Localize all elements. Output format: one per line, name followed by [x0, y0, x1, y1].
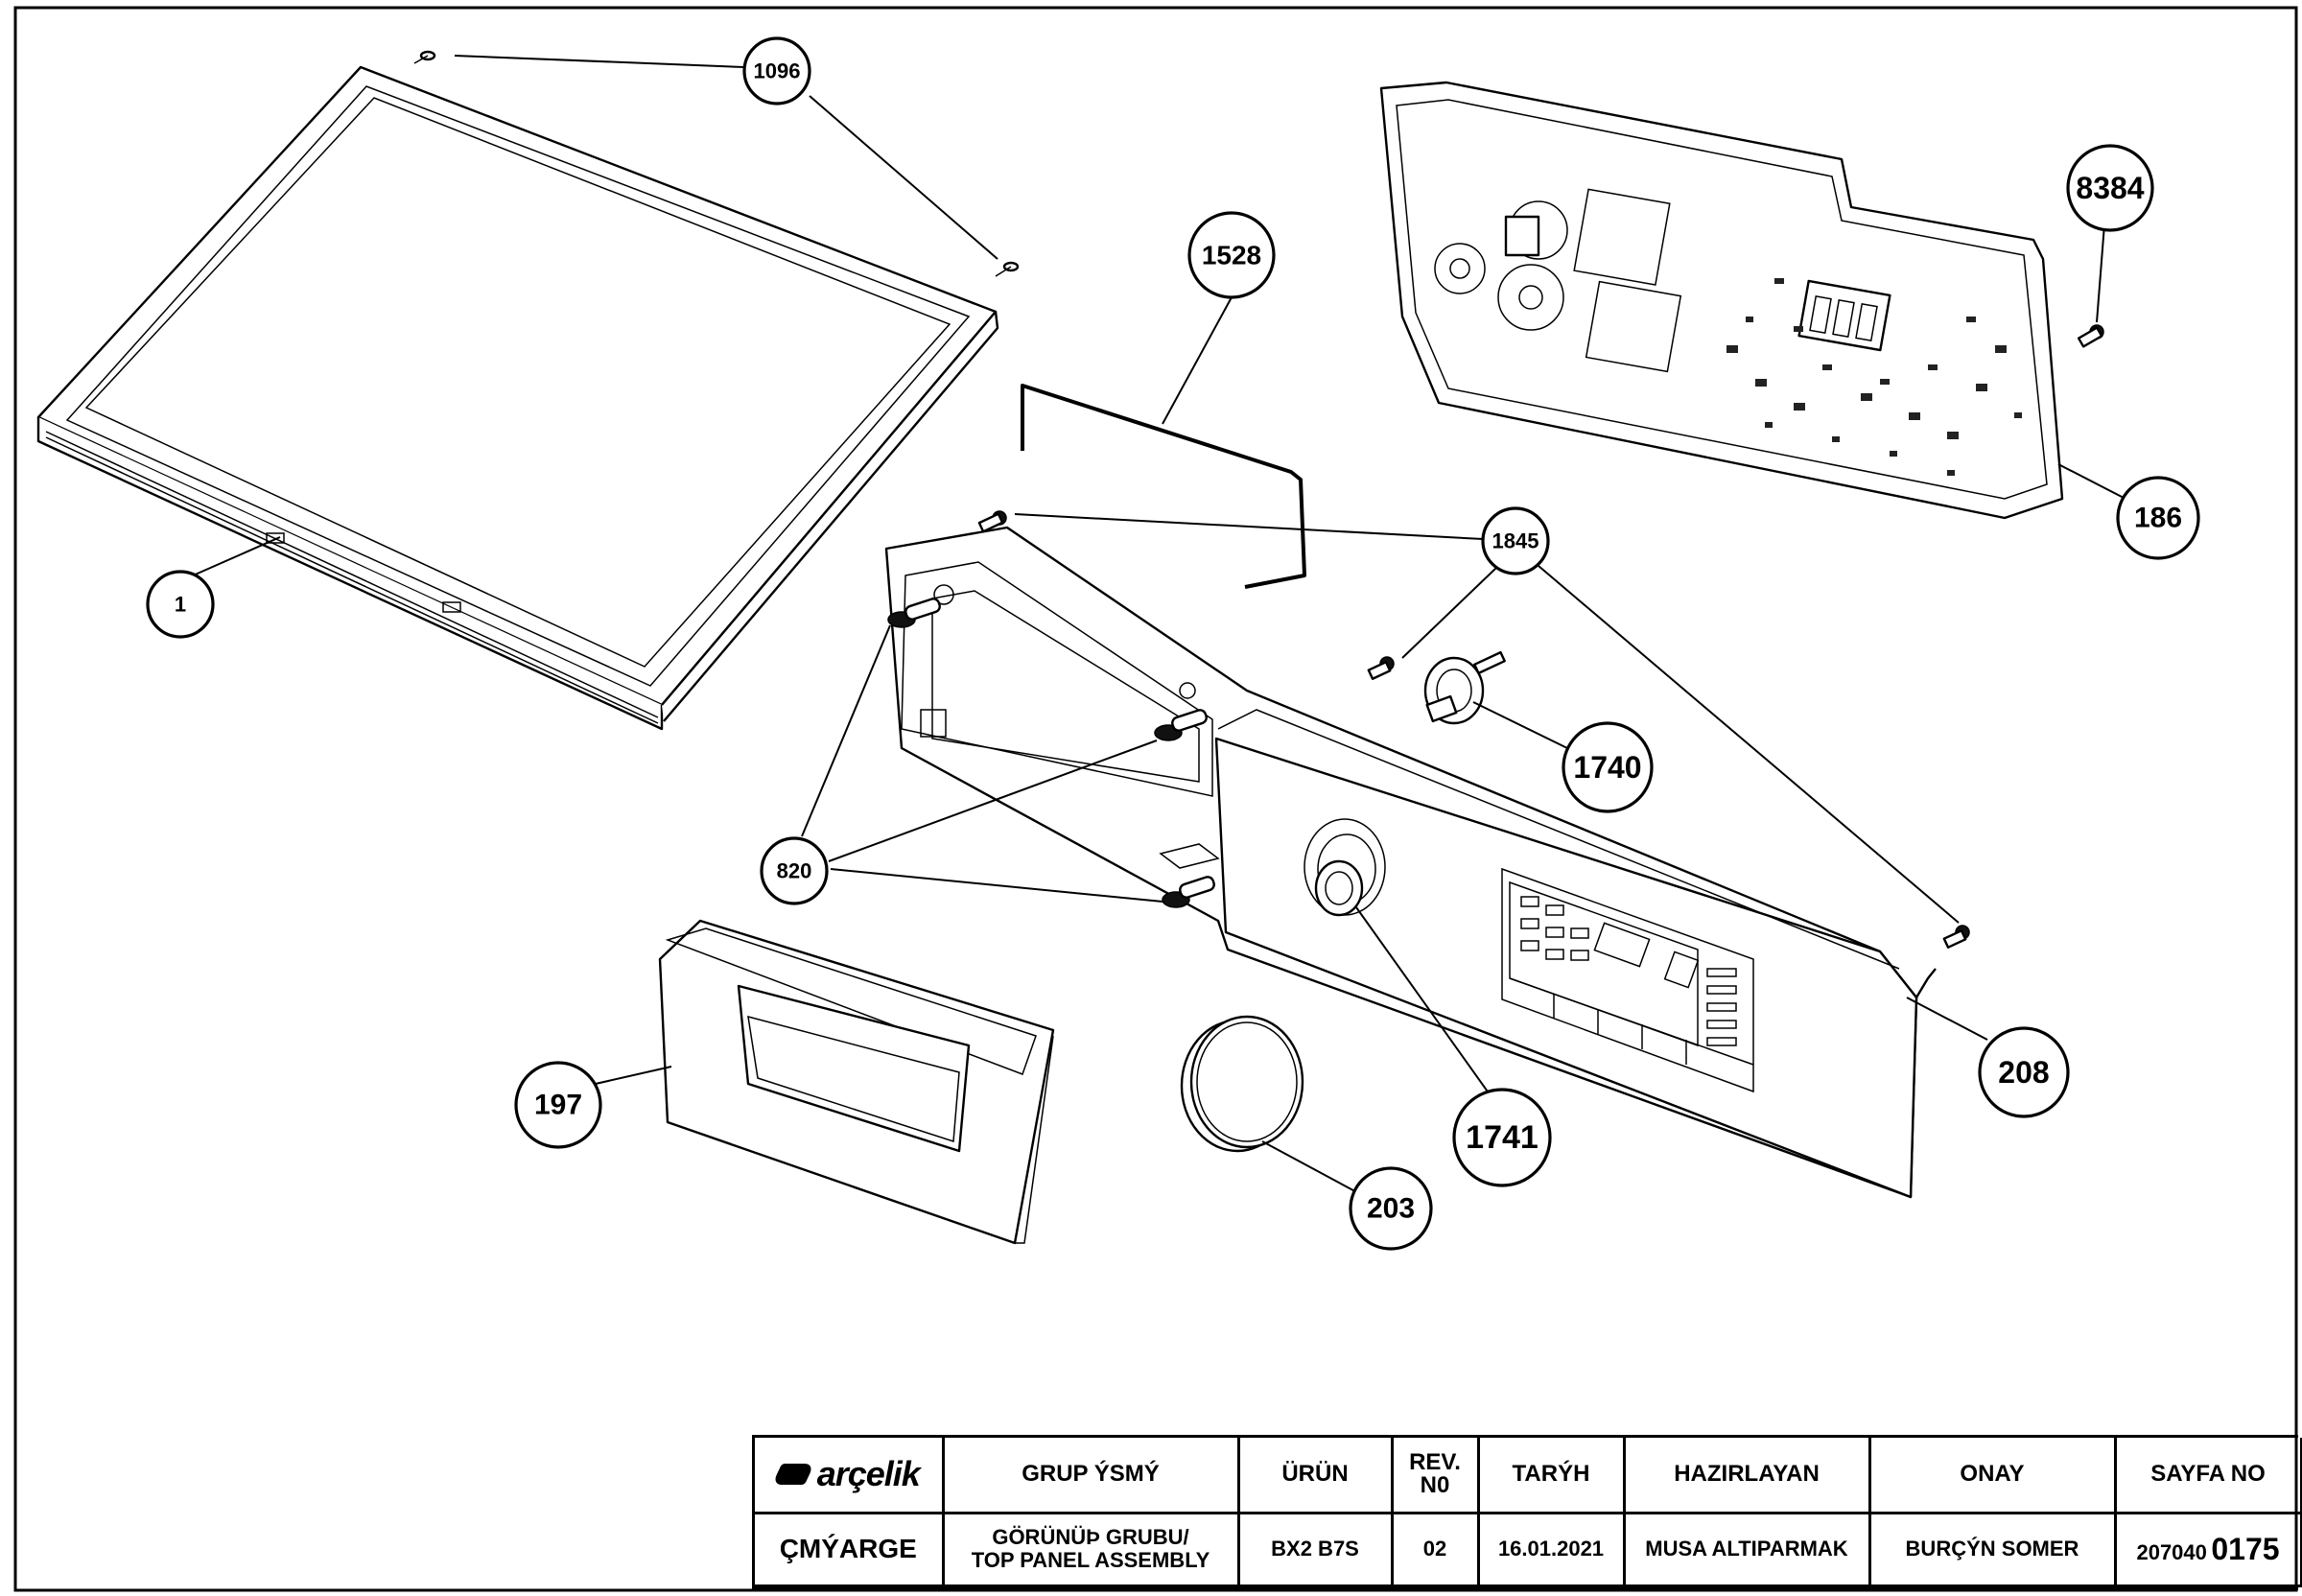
svg-text:1845: 1845 — [1492, 529, 1539, 553]
rev-label-line2: N0 — [1420, 1472, 1450, 1499]
clip-820-b — [1154, 709, 1208, 741]
shaft-adapter-part — [1423, 650, 1506, 725]
prepared-label: HAZIRLAYAN — [1622, 1438, 1871, 1514]
callout-203: 203 — [1349, 1166, 1433, 1251]
svg-text:1528: 1528 — [1202, 241, 1261, 270]
control-panel-part — [884, 526, 1937, 1199]
top-lid-part — [36, 65, 999, 731]
brand-logo: arçelik — [755, 1438, 945, 1514]
category-cell: ÇMÝARGE — [755, 1511, 945, 1587]
callout-208: 208 — [1978, 1026, 2070, 1118]
screw-1096-a — [413, 50, 436, 64]
svg-text:197: 197 — [534, 1090, 582, 1121]
callout-186: 186 — [2116, 476, 2200, 560]
screw-1845-c — [1942, 925, 1970, 949]
clip-820-c — [1162, 876, 1215, 908]
drawer-handle-part — [658, 919, 1055, 1245]
svg-text:1741: 1741 — [1466, 1119, 1539, 1156]
product-label: ÜRÜN — [1236, 1438, 1394, 1514]
date-label: TARÝH — [1476, 1438, 1626, 1514]
wire-part — [1021, 384, 1306, 589]
group-name-line1: GÖRÜNÜÞ GRUBU/ — [992, 1525, 1189, 1550]
callout-1096: 1096 — [742, 36, 811, 106]
svg-text:1: 1 — [175, 593, 186, 617]
screw-8384 — [2077, 324, 2104, 348]
brand-name: arçelik — [816, 1454, 921, 1494]
prepared-by-value: MUSA ALTIPARMAK — [1622, 1511, 1871, 1587]
drawing-border — [13, 6, 2298, 1592]
title-block: arçelik GRUP ÝSMÝ ÜRÜN REV. N0 TARÝH HAZ… — [752, 1435, 2302, 1590]
pcb-board-part — [1379, 81, 2064, 520]
callout-1: 1 — [146, 570, 215, 639]
rev-label: REV. N0 — [1390, 1438, 1480, 1514]
screw-1096-b — [995, 261, 1020, 277]
screw-1845-a — [977, 510, 1007, 533]
callout-1741: 1741 — [1452, 1088, 1552, 1187]
svg-text:186: 186 — [2134, 503, 2182, 534]
svg-text:820: 820 — [777, 859, 812, 883]
page-no-prefix: 207040 — [2136, 1539, 2207, 1564]
svg-text:1740: 1740 — [1573, 750, 1641, 785]
knob-shaft-part — [1314, 859, 1364, 917]
group-name-label: GRUP ÝSMÝ — [941, 1438, 1240, 1514]
callout-1845: 1845 — [1481, 506, 1550, 575]
group-name-line2: TOP PANEL ASSEMBLY — [971, 1548, 1210, 1573]
pcb-7seg-display — [1797, 279, 1891, 352]
clip-820-a — [887, 598, 941, 628]
panel-display-window — [1501, 867, 1754, 1093]
leader-lines — [166, 55, 2126, 1196]
svg-text:203: 203 — [1367, 1193, 1415, 1225]
rev-value: 02 — [1390, 1511, 1480, 1587]
date-value: 16.01.2021 — [1476, 1511, 1626, 1587]
approved-label: ONAY — [1867, 1438, 2117, 1514]
svg-text:1096: 1096 — [754, 59, 801, 83]
callout-820: 820 — [760, 836, 829, 905]
group-name-value: GÖRÜNÜÞ GRUBU/ TOP PANEL ASSEMBLY — [941, 1511, 1240, 1587]
page-no-suffix: 0175 — [2211, 1531, 2280, 1566]
callout-1528: 1528 — [1187, 211, 1276, 299]
approved-by-value: BURÇÝN SOMER — [1867, 1511, 2117, 1587]
brand-mark-icon — [771, 1464, 814, 1486]
svg-text:8384: 8384 — [2076, 171, 2144, 205]
callout-1740: 1740 — [1562, 721, 1654, 813]
knob-part — [1180, 1015, 1304, 1153]
product-value: BX2 B7S — [1236, 1511, 1394, 1587]
rev-label-line1: REV. — [1409, 1449, 1461, 1476]
callout-8384: 8384 — [2066, 144, 2154, 232]
page-label: SAYFA NO — [2113, 1438, 2302, 1514]
svg-text:208: 208 — [1998, 1055, 2049, 1090]
callout-197: 197 — [514, 1061, 602, 1149]
screw-1845-b — [1367, 656, 1395, 680]
page-no-value: 207040 0175 — [2113, 1511, 2302, 1587]
